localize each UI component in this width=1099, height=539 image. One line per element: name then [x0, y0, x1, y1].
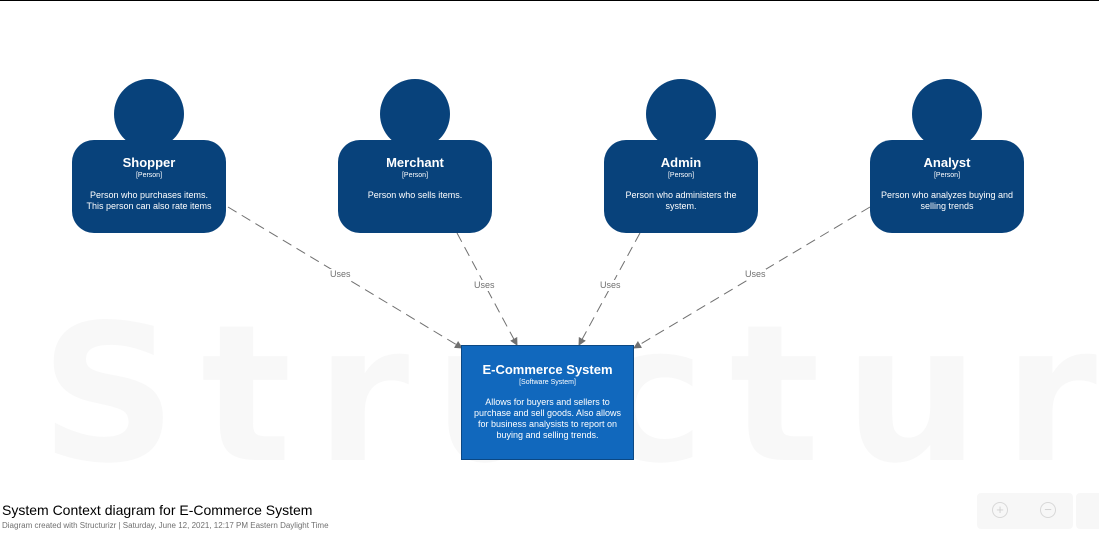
plus-circle-icon[interactable]: +: [992, 502, 1008, 518]
relationship-label: Uses: [474, 280, 495, 291]
person-type: [Person]: [933, 172, 961, 179]
relationship-label: Uses: [330, 269, 351, 280]
minus-circle-icon[interactable]: −: [1040, 502, 1056, 518]
person-head: [380, 79, 450, 149]
system-description: Allows for buyers and sellers to purchas…: [473, 397, 622, 440]
person-body: Analyst [Person] Person who analyzes buy…: [870, 140, 1024, 233]
person-name: Shopper: [122, 155, 176, 170]
person-type: [Person]: [135, 172, 163, 179]
person-name: Analyst: [923, 155, 971, 170]
person-description: Person who analyzes buying and selling t…: [880, 190, 1014, 211]
person-body: Shopper [Person] Person who purchases it…: [72, 140, 226, 233]
relationship-line: [578, 232, 641, 346]
relationship-label: Uses: [600, 280, 621, 291]
system-name: E-Commerce System: [482, 362, 613, 377]
person-body: Admin [Person] Person who administers th…: [604, 140, 758, 233]
system-type: [Software System]: [519, 379, 576, 386]
person-body: Merchant [Person] Person who sells items…: [338, 140, 492, 233]
person-name: Admin: [660, 155, 702, 170]
relationship-label: Uses: [745, 269, 766, 280]
top-border: [0, 0, 1099, 1]
software-system-ecommerce[interactable]: E-Commerce System [Software System] Allo…: [461, 345, 634, 460]
person-description: Person who sells items.: [367, 190, 463, 200]
person-type: [Person]: [401, 172, 429, 179]
person-description: Person who administers the system.: [625, 190, 737, 211]
diagram-subtitle: Diagram created with Structurizr | Satur…: [2, 521, 329, 530]
relationship-line: [456, 232, 518, 346]
person-head: [912, 79, 982, 149]
person-type: [Person]: [667, 172, 695, 179]
toolbar-edge[interactable]: [1076, 493, 1099, 529]
diagram-title: System Context diagram for E-Commerce Sy…: [2, 502, 313, 518]
person-head: [646, 79, 716, 149]
person-head: [114, 79, 184, 149]
person-description: Person who purchases items. This person …: [86, 190, 212, 211]
person-name: Merchant: [386, 155, 444, 170]
